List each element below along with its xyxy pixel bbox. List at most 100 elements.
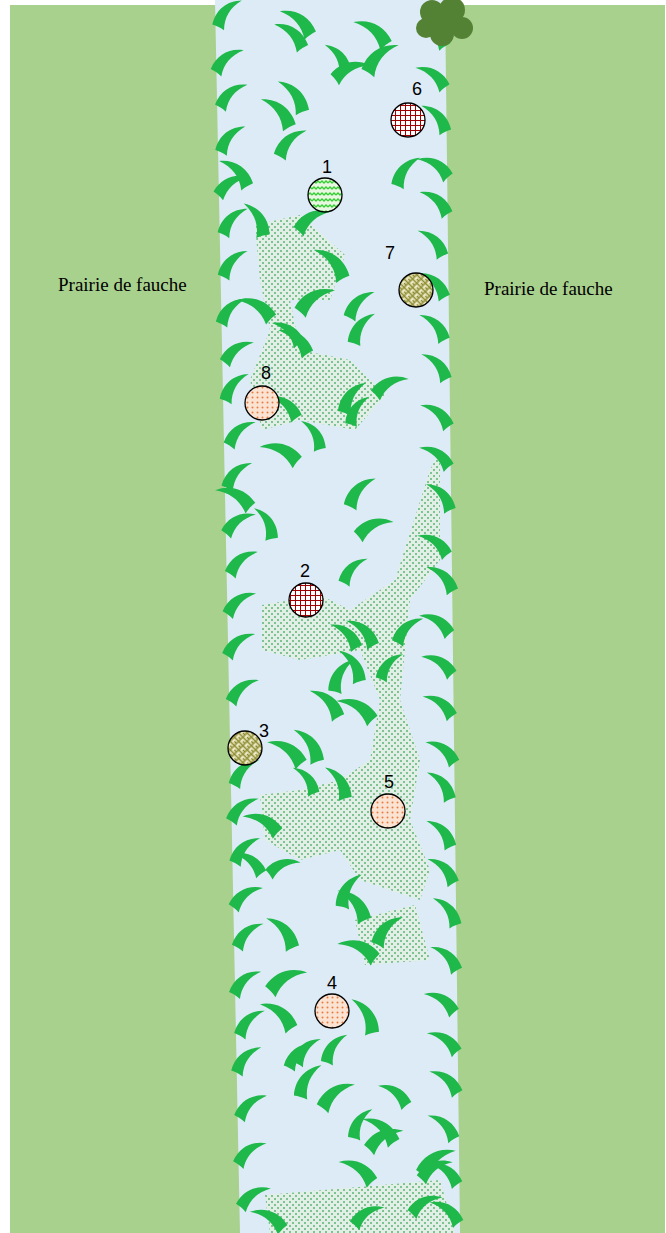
leaf (423, 772, 459, 804)
leaf (287, 729, 329, 767)
leaf (210, 0, 246, 31)
leaf (423, 821, 459, 852)
leaf (233, 1010, 268, 1040)
leaf (430, 1200, 464, 1229)
area-label: Prairie de fauche (484, 278, 614, 301)
leaf (378, 1083, 412, 1112)
leaf (229, 971, 262, 999)
aquatic-vegetation-patches (250, 215, 455, 1233)
leaf (272, 130, 308, 161)
leaf (229, 1047, 264, 1078)
leaf (421, 651, 458, 683)
leaf (225, 551, 258, 579)
leaf (233, 1141, 267, 1170)
leaf (263, 964, 307, 1003)
leaf (425, 567, 459, 596)
leaf (234, 1095, 267, 1123)
bush (416, 0, 473, 46)
sample-circle (371, 794, 405, 828)
leaf (423, 693, 458, 723)
leaf (417, 154, 453, 186)
leaf (218, 161, 253, 191)
leaf (426, 859, 460, 888)
leaf (429, 947, 462, 975)
callout-number: 1 (322, 158, 332, 176)
sample-circle (308, 178, 342, 212)
area-label: Prairie de fauche (58, 274, 188, 297)
callout-number: 2 (300, 562, 310, 580)
leaf (233, 851, 266, 880)
leaf (336, 558, 370, 587)
sample-circle (228, 731, 262, 765)
leaf (420, 191, 453, 219)
leaf (415, 1155, 452, 1188)
leaf (342, 292, 378, 323)
callout-number: 4 (327, 974, 337, 992)
sample-points (228, 103, 433, 1028)
leaf (222, 633, 255, 661)
leaf (316, 1082, 355, 1115)
leaf (428, 898, 465, 930)
leaf (420, 403, 454, 432)
callout-number: 6 (412, 80, 422, 98)
leaf (211, 49, 244, 77)
leaf (288, 768, 323, 799)
leaf (349, 1202, 385, 1233)
stream-bed (215, 0, 460, 1233)
leaf (290, 1039, 324, 1069)
leaf (262, 918, 302, 953)
riparian-vegetation (210, 0, 465, 1233)
leaf (424, 989, 460, 1021)
leaf (336, 693, 379, 731)
leaf (369, 917, 406, 950)
leaf (426, 740, 460, 769)
leaf (274, 24, 308, 53)
leaf (245, 508, 285, 544)
leaf (340, 396, 377, 429)
leaf (237, 293, 278, 330)
leaf (215, 85, 247, 112)
leaf (427, 1029, 463, 1060)
leaf (317, 767, 357, 804)
leaf (427, 1115, 460, 1143)
leaf (308, 691, 345, 723)
leaf (369, 370, 409, 406)
leaf (316, 1035, 353, 1068)
leaf (231, 924, 264, 952)
leaf (345, 621, 380, 651)
leaf (419, 610, 455, 642)
leaf (294, 421, 331, 455)
leaf (235, 203, 277, 242)
leaf (226, 679, 259, 707)
leaf (342, 999, 386, 1039)
leaf (267, 737, 308, 773)
leaf (220, 510, 256, 541)
leaf (263, 852, 301, 887)
leaf (419, 354, 454, 384)
leaf (337, 932, 382, 973)
callout-number: 5 (384, 773, 394, 791)
leaf (219, 339, 254, 369)
leaf (321, 659, 363, 697)
leaf (260, 1002, 298, 1034)
leaf (278, 329, 313, 359)
leaf (293, 285, 335, 322)
leaf (222, 591, 256, 620)
leaf (215, 209, 250, 240)
leaf (226, 798, 259, 826)
leaf (228, 884, 263, 914)
callout-number: 8 (261, 364, 271, 382)
callout-number: 7 (385, 244, 395, 262)
leaf (333, 890, 374, 926)
leaf (259, 99, 298, 132)
leaf (223, 422, 256, 450)
leaf (387, 157, 425, 191)
sample-circle (245, 386, 279, 420)
leaf (250, 1204, 289, 1233)
leaf (373, 654, 407, 684)
leaf (214, 298, 249, 328)
sample-circle (399, 273, 433, 307)
leaf (419, 444, 454, 475)
leaf (391, 618, 425, 647)
leaf (215, 251, 250, 282)
